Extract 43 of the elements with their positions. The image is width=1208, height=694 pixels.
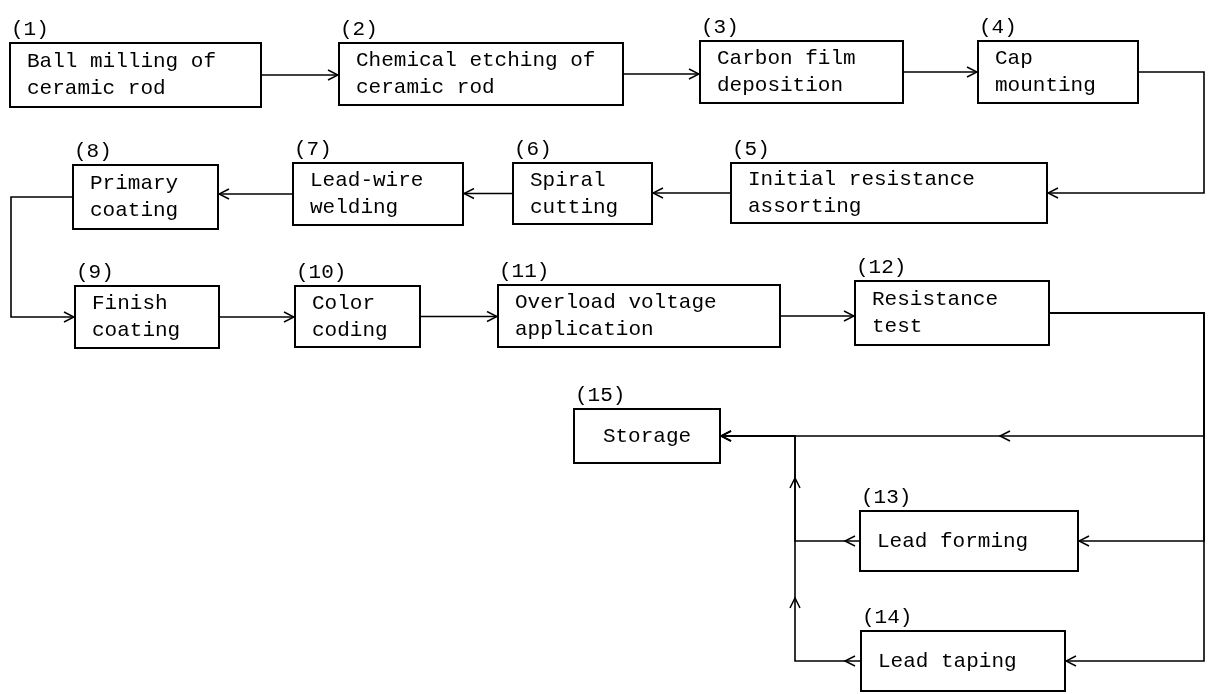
step-number: (5) [731,138,770,162]
step-number: (8) [73,140,112,164]
step-number: (7) [293,138,332,162]
step-number: (13) [860,486,912,510]
step-number: (2) [339,18,378,42]
step-number: (6) [513,138,552,162]
step-label: Overload voltage application [515,290,718,343]
arrow [780,310,855,322]
arrow [420,310,498,323]
step-label: Carbon film deposition [717,46,857,99]
step-number: (12) [855,256,907,280]
step-label: Color coding [312,290,389,344]
step-label: Spiral cutting [530,167,620,221]
step-label: Lead-wire welding [310,168,425,221]
step-label: Lead forming [877,528,1029,555]
arrow [463,187,513,200]
arrow [652,187,731,199]
step-number: (14) [861,606,913,630]
step-number: (1) [10,18,49,42]
step-label: Cap mounting [995,46,1097,99]
step-label: Initial resistance assorting [748,167,976,220]
arrow [10,196,75,323]
step-number: (11) [498,260,550,284]
step-number: (10) [295,261,347,285]
step-label: Finish coating [92,291,182,344]
step-label: Ball milling of ceramic rod [27,49,218,102]
step-label: Resistance test [872,287,1000,340]
arrow [218,188,293,200]
arrow [623,68,700,80]
step-number: (3) [700,16,739,40]
step-number: (4) [978,16,1017,40]
step-label: Lead taping [878,648,1017,675]
arrow [1049,312,1205,667]
step-number: (15) [574,384,626,408]
step-number: (9) [75,261,114,285]
arrow [903,66,978,78]
arrow [1047,71,1205,199]
step-label: Storage [602,423,692,450]
step-label: Primary coating [90,171,180,224]
arrow [720,430,861,662]
step-label: Chemical etching of ceramic rod [356,48,597,101]
arrow [219,311,295,323]
arrow [261,69,339,81]
